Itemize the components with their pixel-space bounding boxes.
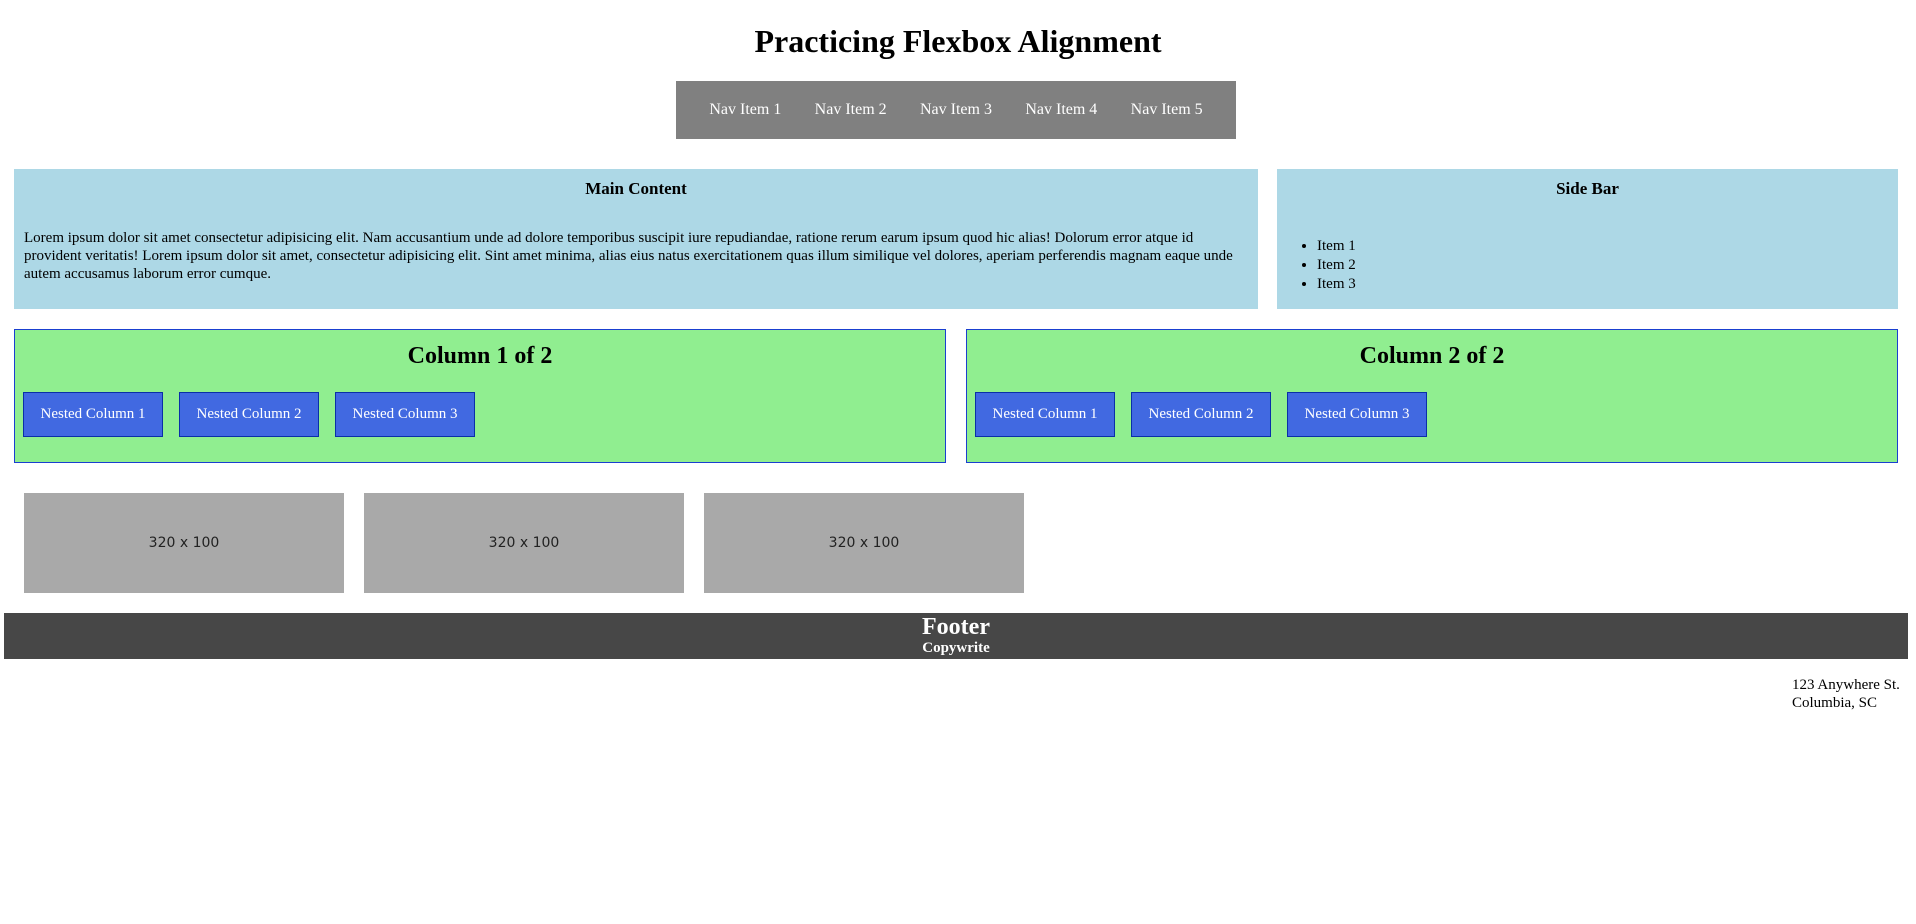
placeholder-image-1: 320 x 100 xyxy=(24,493,344,593)
column-2-nested-2: Nested Column 2 xyxy=(1131,392,1271,437)
sidebar: Side Bar Item 1 Item 2 Item 3 xyxy=(1277,169,1898,309)
column-2-nested-3: Nested Column 3 xyxy=(1287,392,1427,437)
column-2-heading: Column 2 of 2 xyxy=(1359,343,1505,369)
page-title: Practicing Flexbox Alignment xyxy=(754,23,1162,59)
column-1-nested-3: Nested Column 3 xyxy=(335,392,475,437)
address-line-2: Columbia, SC xyxy=(1792,695,1878,711)
nav-item-3[interactable]: Nav Item 3 xyxy=(920,101,992,118)
sidebar-item-3: Item 3 xyxy=(1317,275,1888,294)
sidebar-list: Item 1 Item 2 Item 3 xyxy=(1287,237,1888,294)
placeholder-image-2: 320 x 100 xyxy=(364,493,684,593)
placeholder-image-3: 320 x 100 xyxy=(704,493,1024,593)
nav-item-2[interactable]: Nav Item 2 xyxy=(814,101,887,118)
column-2: Column 2 of 2 Nested Column 1 Nested Col… xyxy=(966,329,1898,463)
column-1-nested-row: Nested Column 1 Nested Column 2 Nested C… xyxy=(23,392,475,437)
sidebar-heading: Side Bar xyxy=(1556,179,1619,198)
column-1: Column 1 of 2 Nested Column 1 Nested Col… xyxy=(14,329,946,463)
sidebar-item-2: Item 2 xyxy=(1317,256,1888,275)
placeholder-image-row: 320 x 100 320 x 100 320 x 100 xyxy=(24,493,1024,593)
address-line-1: 123 Anywhere St. xyxy=(1792,677,1900,693)
footer-title: Footer xyxy=(922,614,990,640)
column-1-heading: Column 1 of 2 xyxy=(407,343,553,369)
footer: Footer Copywrite xyxy=(4,613,1908,659)
column-2-nested-1: Nested Column 1 xyxy=(975,392,1115,437)
column-2-nested-row: Nested Column 1 Nested Column 2 Nested C… xyxy=(975,392,1427,437)
nav-bar: Nav Item 1 Nav Item 2 Nav Item 3 Nav Ite… xyxy=(676,81,1236,139)
column-1-nested-1: Nested Column 1 xyxy=(23,392,163,437)
main-content-heading: Main Content xyxy=(585,179,687,198)
main-content-section: Main Content Lorem ipsum dolor sit amet … xyxy=(14,169,1258,309)
address-block: 123 Anywhere St. Columbia, SC xyxy=(1792,676,1900,712)
nav-item-5[interactable]: Nav Item 5 xyxy=(1130,101,1203,118)
nav-item-4[interactable]: Nav Item 4 xyxy=(1025,101,1098,118)
sidebar-item-1: Item 1 xyxy=(1317,237,1888,256)
nav-item-1[interactable]: Nav Item 1 xyxy=(709,101,782,118)
main-content-text: Lorem ipsum dolor sit amet consectetur a… xyxy=(24,230,1233,282)
column-1-nested-2: Nested Column 2 xyxy=(179,392,319,437)
footer-copyright: Copywrite xyxy=(922,640,990,656)
